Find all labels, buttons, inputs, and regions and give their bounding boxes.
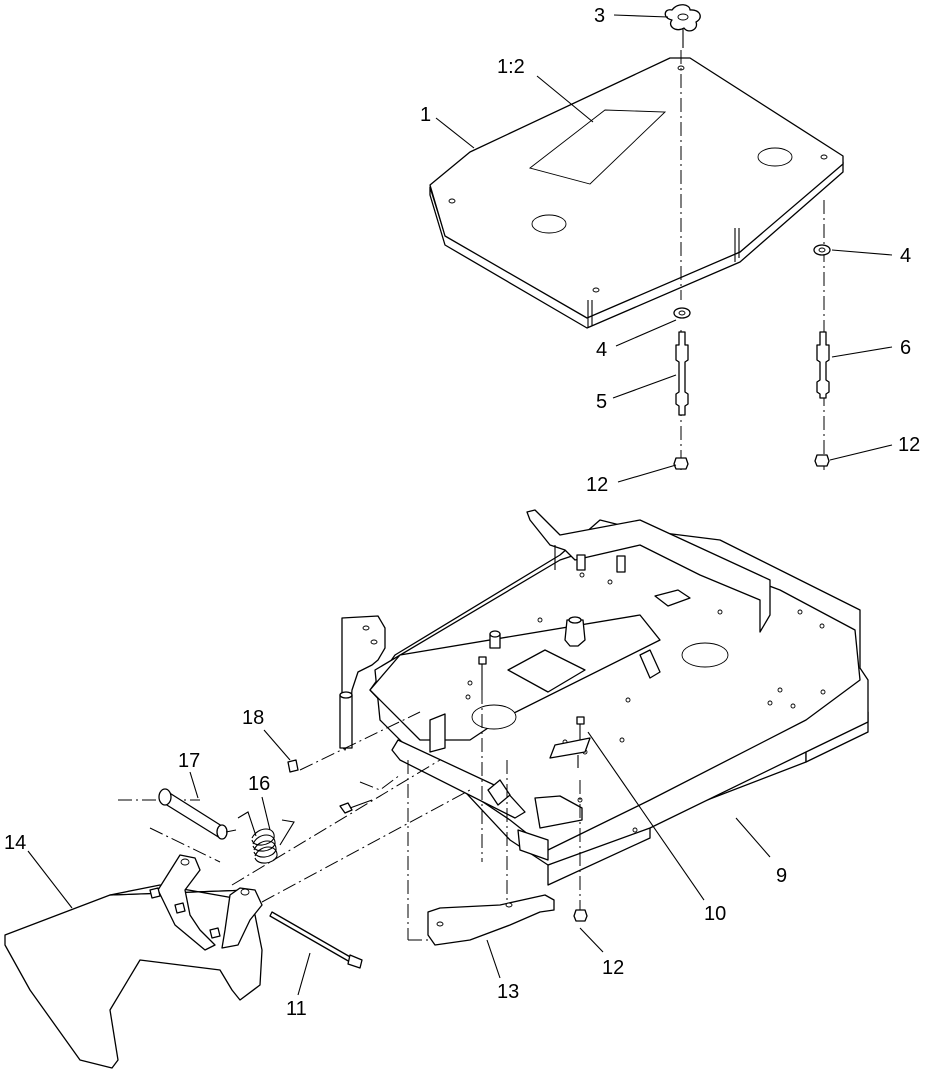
bolt-upper bbox=[478, 656, 487, 690]
bolt-18 bbox=[287, 759, 299, 773]
callout-10: 10 bbox=[704, 903, 726, 925]
standoff-right bbox=[816, 331, 830, 399]
callout-13: 13 bbox=[497, 981, 519, 1003]
nut-left bbox=[673, 457, 689, 470]
pedal-14 bbox=[4, 854, 263, 1069]
callout-12-right: 12 bbox=[898, 434, 920, 456]
callout-1: 1 bbox=[420, 104, 431, 126]
callout-1-2: 1:2 bbox=[497, 56, 525, 78]
washer-left bbox=[673, 307, 691, 319]
nut-right bbox=[814, 454, 830, 467]
deck-frame bbox=[339, 509, 869, 886]
rod-11 bbox=[269, 911, 363, 969]
callout-12-bottom: 12 bbox=[602, 957, 624, 979]
callout-11: 11 bbox=[286, 998, 307, 1020]
nut-bottom bbox=[573, 909, 588, 922]
callout-6: 6 bbox=[900, 337, 911, 359]
decal-panel bbox=[529, 109, 667, 185]
callout-12-left: 12 bbox=[586, 474, 608, 496]
leader-lines bbox=[27, 14, 893, 996]
bolt-small bbox=[339, 799, 373, 814]
callout-17: 17 bbox=[178, 750, 200, 772]
callout-3: 3 bbox=[594, 5, 605, 27]
callout-18: 18 bbox=[242, 707, 264, 729]
deck-holes bbox=[465, 572, 826, 833]
callout-9: 9 bbox=[776, 865, 787, 887]
cover-hole-right bbox=[757, 147, 793, 167]
cover-hole-left bbox=[531, 214, 567, 234]
washer-right bbox=[813, 244, 831, 256]
callout-5: 5 bbox=[596, 391, 607, 413]
callout-14: 14 bbox=[4, 832, 26, 854]
callout-4-left: 4 bbox=[596, 339, 607, 361]
callout-4-right: 4 bbox=[900, 245, 911, 267]
bracket-13 bbox=[427, 894, 555, 946]
callout-16: 16 bbox=[248, 773, 270, 795]
cover-plate bbox=[429, 57, 844, 329]
spring-16 bbox=[237, 811, 295, 864]
roller-17 bbox=[158, 788, 237, 840]
standoff-left bbox=[675, 331, 689, 416]
bolt-10 bbox=[576, 716, 585, 740]
knob bbox=[664, 4, 701, 48]
